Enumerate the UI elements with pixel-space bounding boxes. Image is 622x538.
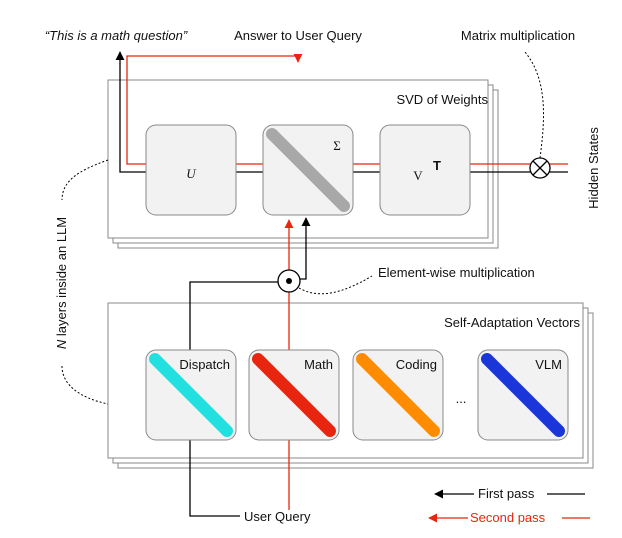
expert-ellipsis: ...	[456, 391, 467, 406]
expert-box-coding: Coding	[352, 349, 444, 441]
matrix-mult-callout	[524, 51, 545, 159]
expert-diagonal-bar-math	[252, 353, 336, 437]
elementwise-callout	[298, 275, 373, 295]
expert-box-math: Math	[248, 349, 340, 441]
sigma-label: Σ	[333, 138, 341, 153]
answer-label: Answer to User Query	[234, 28, 362, 43]
v-superscript: T	[433, 158, 441, 173]
expert-box-vlm: VLM	[477, 349, 569, 441]
hidden-states-label: Hidden States	[586, 127, 601, 209]
elementwise-label: Element-wise multiplication	[378, 265, 535, 280]
u-matrix-box	[145, 124, 237, 216]
expert-diagonal-bar-vlm	[481, 353, 565, 437]
expert-label-dispatch: Dispatch	[179, 357, 230, 372]
n-layers-label: N layers inside an LLM	[54, 217, 69, 349]
svd-title: SVD of Weights	[396, 92, 488, 107]
v-label: V	[413, 168, 423, 183]
legend-second-pass-label: Second pass	[470, 510, 546, 525]
first-pass-to-sigma	[299, 217, 311, 280]
expert-label-math: Math	[304, 357, 333, 372]
elementwise-mult-operator	[277, 269, 301, 293]
math-question-label: “This is a math question”	[45, 28, 188, 43]
n-layers-rest: layers inside an LLM	[54, 217, 69, 340]
legend-first-pass-label: First pass	[478, 486, 535, 501]
expert-diagonal-bar-dispatch	[149, 353, 233, 437]
v-matrix-box	[379, 124, 471, 216]
n-layers-n: N	[54, 339, 69, 349]
n-layers-callout-top	[61, 159, 109, 201]
matrix-mult-label: Matrix multiplication	[461, 28, 575, 43]
matrix-mult-operator	[529, 157, 551, 179]
expert-label-vlm: VLM	[535, 357, 562, 372]
u-label: U	[186, 166, 197, 181]
expert-vectors: Dispatch Math Coding VLM	[145, 349, 569, 441]
sav-title: Self-Adaptation Vectors	[444, 315, 580, 330]
expert-diagonal-bar-coding	[356, 353, 440, 437]
sigma-diagonal-bar	[266, 128, 350, 212]
user-query-label: User Query	[244, 509, 311, 524]
legend: First pass Second pass	[428, 486, 590, 525]
n-layers-callout-bottom	[61, 365, 109, 405]
expert-label-coding: Coding	[396, 357, 437, 372]
expert-box-dispatch: Dispatch	[145, 349, 237, 441]
